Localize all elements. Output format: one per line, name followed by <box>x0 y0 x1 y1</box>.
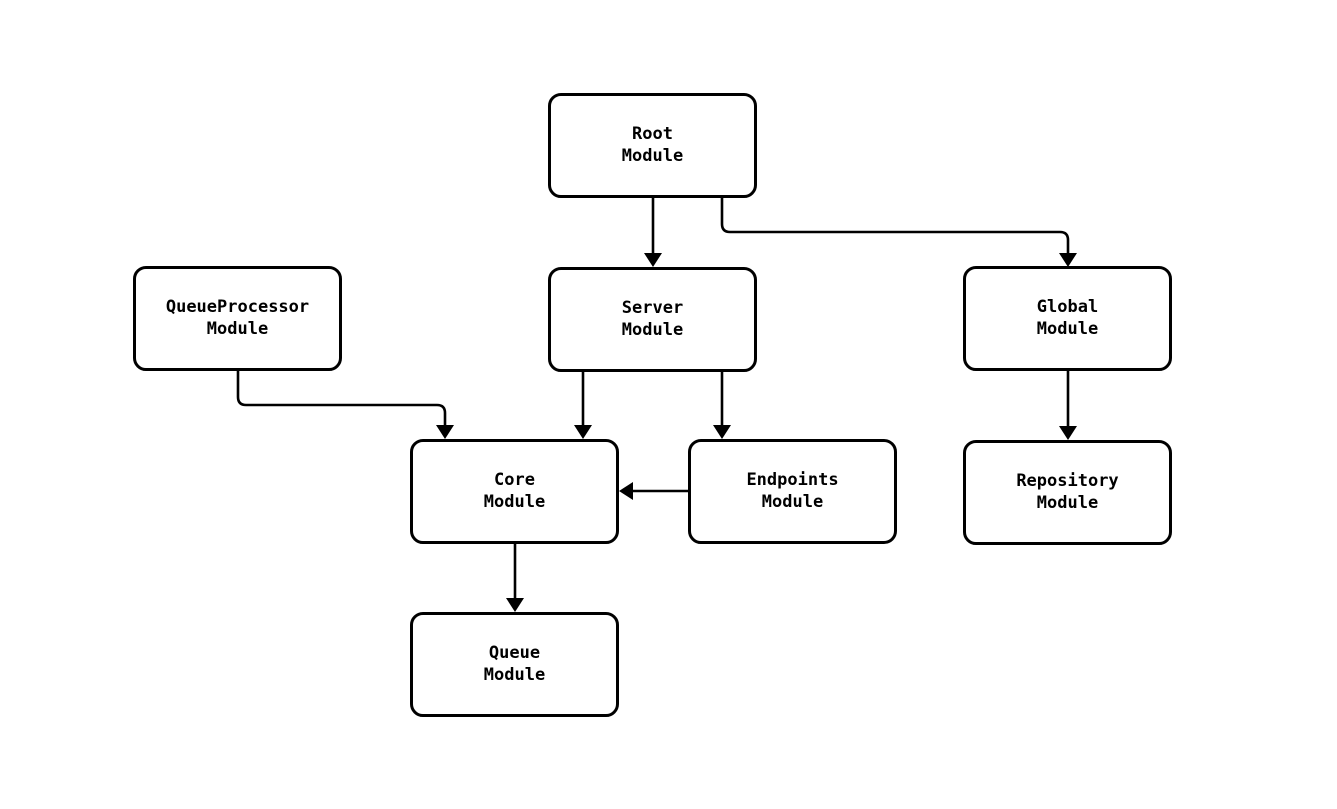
node-label-line1: Root <box>632 124 673 144</box>
node-label-line1: Queue <box>488 643 541 663</box>
node-endpoints-module: Endpoints Module <box>688 439 897 544</box>
node-label-line2: Module <box>483 664 546 685</box>
edge-root-to-global <box>720 198 1077 267</box>
node-queue-module: Queue Module <box>410 612 619 717</box>
node-label-line1: Core <box>494 470 535 490</box>
node-label-line2: Module <box>483 491 546 512</box>
node-server-module: Server Module <box>548 267 757 372</box>
edge-server-to-core <box>574 372 592 439</box>
edge-queueprocessor-to-core <box>236 371 454 439</box>
node-global-module: Global Module <box>963 266 1172 371</box>
node-root-module: Root Module <box>548 93 757 198</box>
node-label-line2: Module <box>621 319 684 340</box>
edge-server-to-endpoints <box>713 372 731 439</box>
node-label-line1: Endpoints <box>746 470 839 490</box>
node-label-line1: QueueProcessor <box>165 297 310 317</box>
node-queueprocessor-module: QueueProcessor Module <box>133 266 342 371</box>
node-label-line1: Repository <box>1016 471 1119 491</box>
node-repository-module: Repository Module <box>963 440 1172 545</box>
node-core-module: Core Module <box>410 439 619 544</box>
node-label-line2: Module <box>761 491 824 512</box>
node-label-line2: Module <box>206 318 269 339</box>
edge-root-to-server <box>644 198 662 267</box>
edge-core-to-queue <box>506 544 524 612</box>
node-label-line1: Global <box>1036 297 1099 317</box>
node-label-line2: Module <box>1036 492 1099 513</box>
edge-endpoints-to-core <box>619 482 688 500</box>
node-label-line2: Module <box>1036 318 1099 339</box>
node-label-line2: Module <box>621 145 684 166</box>
edge-global-to-repository <box>1059 371 1077 440</box>
node-label-line1: Server <box>621 298 684 318</box>
